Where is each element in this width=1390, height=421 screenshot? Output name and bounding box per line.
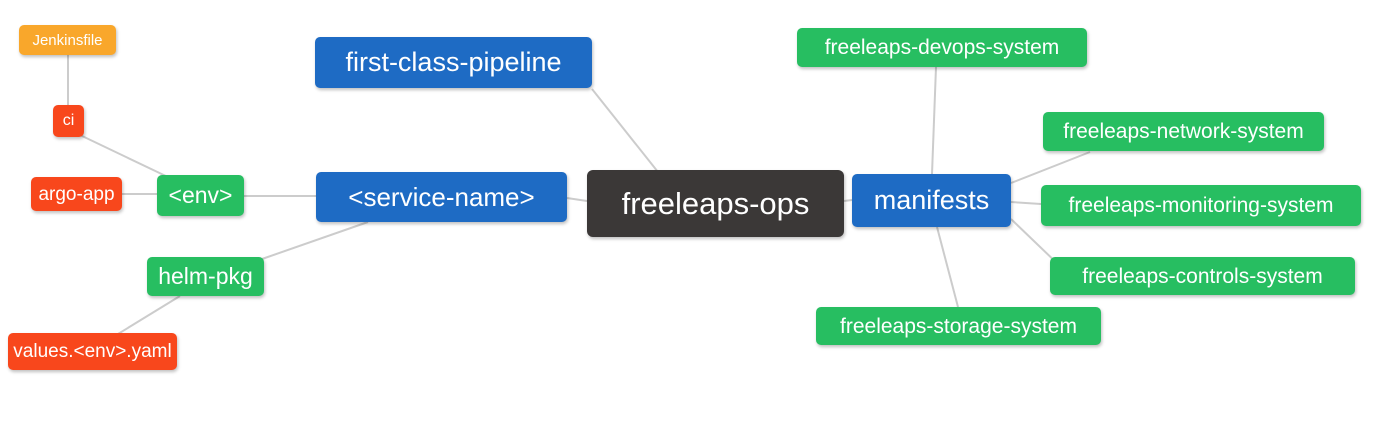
node-freeleaps-storage-system[interactable]: freeleaps-storage-system — [816, 307, 1101, 345]
node-freeleaps-ops-root[interactable]: freeleaps-ops — [587, 170, 844, 237]
edge-helm-pkg-values — [117, 295, 181, 335]
edge-manifests-devops — [931, 66, 937, 175]
edge-root-service-name — [566, 197, 588, 202]
node-first-class-pipeline[interactable]: first-class-pipeline — [315, 37, 592, 88]
node-helm-pkg[interactable]: helm-pkg — [147, 257, 264, 296]
edge-root-manifests — [843, 199, 853, 202]
edge-manifests-storage — [936, 226, 959, 308]
node-freeleaps-monitoring-system[interactable]: freeleaps-monitoring-system — [1041, 185, 1361, 226]
node-jenkinsfile[interactable]: Jenkinsfile — [19, 25, 116, 55]
node-argo-app[interactable]: argo-app — [31, 177, 122, 211]
node-freeleaps-controls-system[interactable]: freeleaps-controls-system — [1050, 257, 1355, 295]
edge-manifests-monitoring — [1010, 201, 1042, 205]
edge-service-name-helm-pkg — [261, 221, 369, 260]
node-freeleaps-devops-system[interactable]: freeleaps-devops-system — [797, 28, 1087, 67]
edge-manifests-network — [1010, 151, 1091, 184]
node-manifests[interactable]: manifests — [852, 174, 1011, 227]
node-ci[interactable]: ci — [53, 105, 84, 137]
node-env[interactable]: <env> — [157, 175, 244, 216]
node-values-env-yaml[interactable]: values.<env>.yaml — [8, 333, 177, 370]
node-service-name[interactable]: <service-name> — [316, 172, 567, 222]
edge-root-first-class-pipeline — [591, 88, 659, 173]
node-freeleaps-network-system[interactable]: freeleaps-network-system — [1043, 112, 1324, 151]
edge-env-ci — [79, 134, 171, 179]
